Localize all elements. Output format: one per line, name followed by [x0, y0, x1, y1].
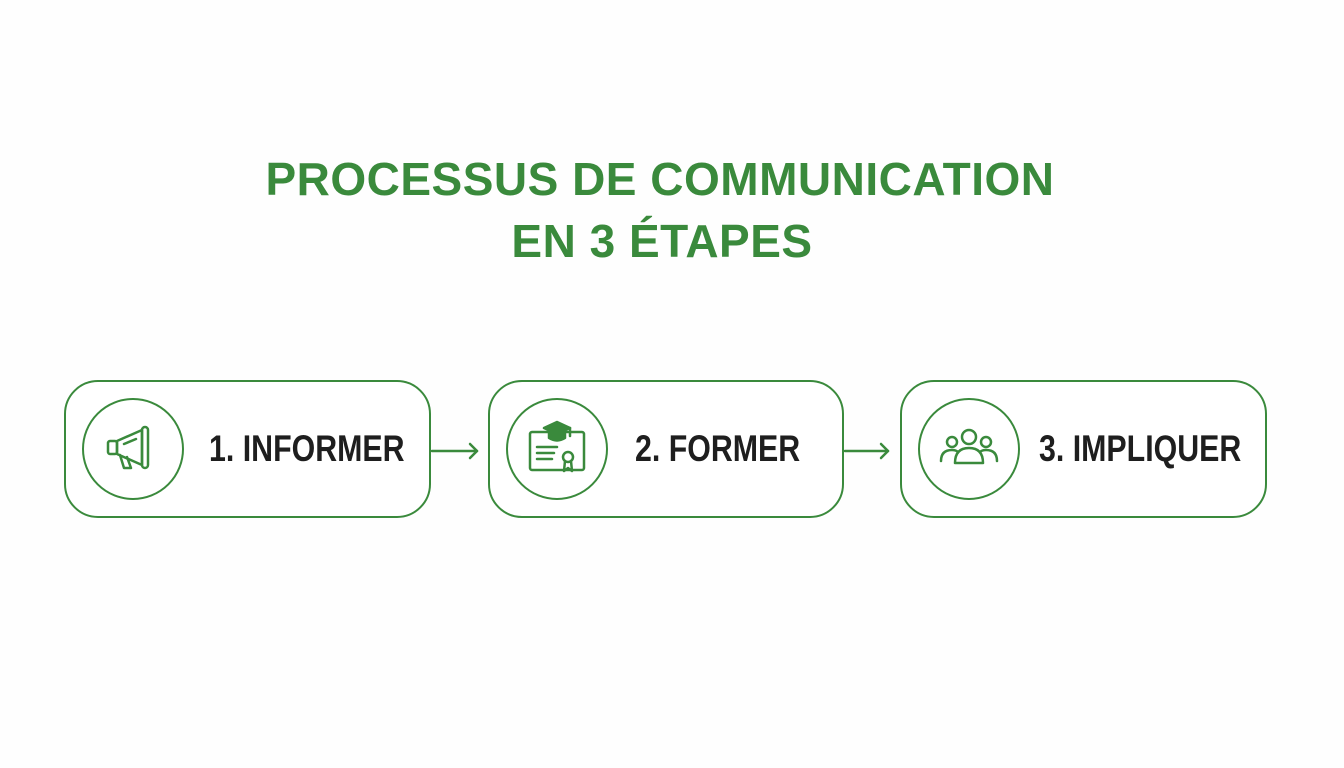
- step-label: 2. FORMER: [635, 428, 801, 469]
- page-title: PROCESSUS DE COMMUNICATION EN 3 ÉTAPES: [0, 148, 1320, 272]
- step-icon-circle: [82, 398, 184, 500]
- title-line-1: PROCESSUS DE COMMUNICATION: [265, 153, 1055, 205]
- step-label: 3. IMPLIQUER: [1039, 428, 1242, 469]
- arrow-right-icon: [844, 442, 890, 460]
- step-label: 1. INFORMER: [209, 428, 405, 469]
- step-card-informer: 1. INFORMER: [64, 380, 431, 518]
- step-icon-circle: [506, 398, 608, 500]
- step-card-impliquer: 3. IMPLIQUER: [900, 380, 1267, 518]
- megaphone-icon: [106, 425, 150, 470]
- diploma-icon: [528, 420, 586, 473]
- people-group-icon: [939, 428, 999, 465]
- title-line-2: EN 3 ÉTAPES: [511, 215, 813, 267]
- step-card-former: 2. FORMER: [488, 380, 844, 518]
- step-icon-circle: [918, 398, 1020, 500]
- arrow-right-icon: [431, 442, 479, 460]
